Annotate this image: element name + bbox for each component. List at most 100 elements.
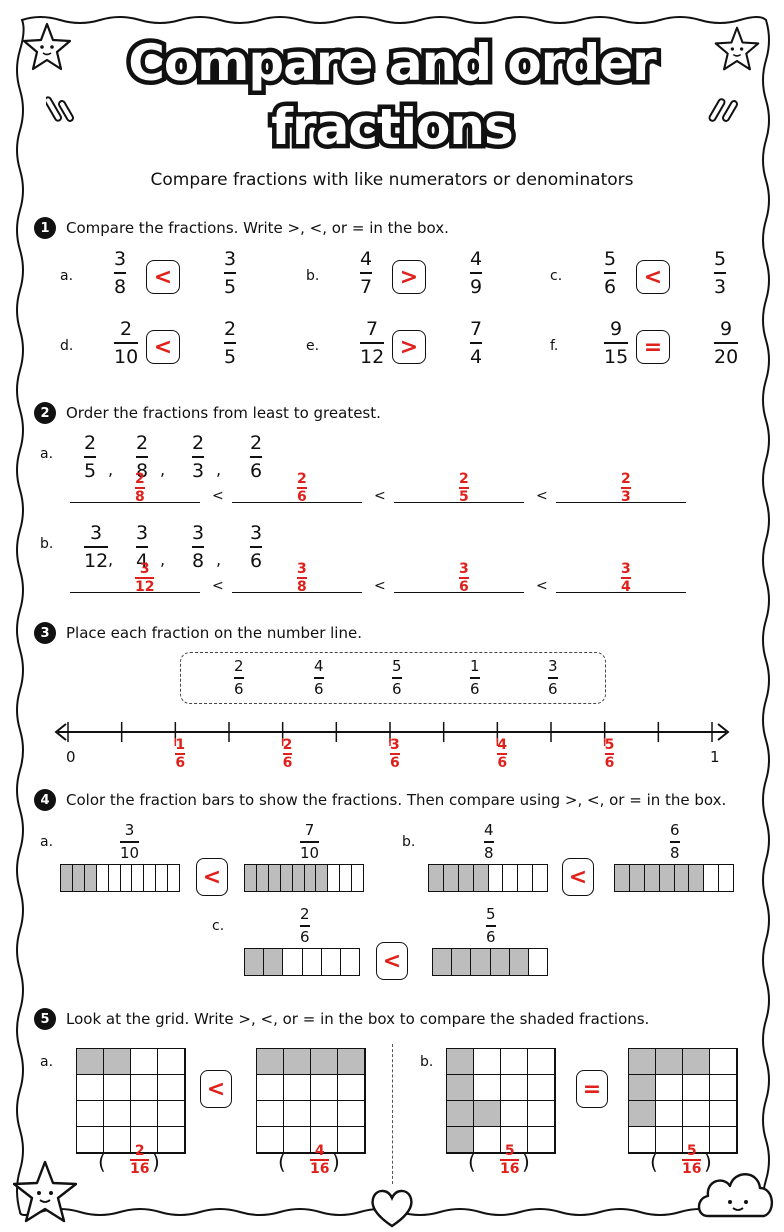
answer-blank[interactable]	[394, 592, 524, 594]
bar-segment[interactable]	[644, 865, 660, 891]
bar-segment[interactable]	[704, 865, 720, 891]
compare-answer-box[interactable]: <	[376, 942, 408, 980]
compare-answer-box[interactable]: =	[576, 1070, 608, 1108]
fraction-bar-strip[interactable]	[60, 864, 180, 892]
answer-blank[interactable]	[70, 592, 200, 594]
fraction-bar	[682, 1159, 702, 1161]
numerator: 4	[314, 657, 324, 675]
answer-blank[interactable]	[556, 502, 686, 504]
bar-segment[interactable]	[659, 865, 675, 891]
answer-blank[interactable]	[556, 592, 686, 594]
answer-blank[interactable]	[394, 502, 524, 504]
number-line-end: 1	[710, 748, 720, 766]
fraction-bar-strip[interactable]	[614, 864, 734, 892]
compare-answer-box[interactable]: <	[200, 1070, 232, 1108]
bar-segment[interactable]	[341, 949, 359, 975]
star-icon	[22, 22, 72, 71]
denominator: 6	[604, 275, 617, 298]
fraction-bar	[135, 577, 155, 579]
answer-blank[interactable]	[70, 502, 200, 504]
compare-answer-box[interactable]: =	[636, 330, 670, 364]
bar-segment[interactable]	[489, 865, 504, 891]
bar-segment[interactable]	[509, 949, 529, 975]
bar-segment[interactable]	[352, 865, 363, 891]
bar-segment[interactable]	[264, 949, 284, 975]
answer-blank[interactable]	[232, 502, 362, 504]
bar-segment[interactable]	[629, 865, 645, 891]
bar-segment[interactable]	[689, 865, 705, 891]
compare-answer-box[interactable]: <	[562, 858, 594, 896]
compare-answer-box[interactable]: <	[146, 260, 180, 294]
grid-cell	[629, 1049, 656, 1075]
bar-segment[interactable]	[429, 865, 444, 891]
bar-segment[interactable]	[132, 865, 145, 891]
bar-segment[interactable]	[280, 865, 293, 891]
bar-segment[interactable]	[144, 865, 157, 891]
bar-segment[interactable]	[533, 865, 547, 891]
bar-segment[interactable]	[283, 949, 303, 975]
compare-answer-box[interactable]: >	[392, 330, 426, 364]
bar-segment[interactable]	[109, 865, 121, 891]
fraction-bar	[360, 272, 373, 274]
bar-segment[interactable]	[316, 865, 329, 891]
grid-cell	[338, 1049, 365, 1075]
answer-blank[interactable]	[232, 592, 362, 594]
bar-segment[interactable]	[518, 865, 534, 891]
bar-segment[interactable]	[433, 949, 453, 975]
bar-segment[interactable]	[471, 949, 491, 975]
bar-segment[interactable]	[268, 865, 281, 891]
compare-answer-box[interactable]: <	[146, 330, 180, 364]
fraction-bar	[470, 342, 483, 344]
bar-segment[interactable]	[84, 865, 97, 891]
bar-segment[interactable]	[529, 949, 547, 975]
fraction-bar-strip[interactable]	[244, 948, 360, 976]
bar-segment[interactable]	[245, 949, 265, 975]
compare-answer-box[interactable]: <	[196, 858, 228, 896]
section-number-badge: 2	[34, 402, 56, 424]
grid-cell	[104, 1049, 131, 1075]
bar-segment[interactable]	[61, 865, 73, 891]
item-label: a.	[60, 268, 74, 284]
grid-cell	[77, 1127, 104, 1153]
bar-segment[interactable]	[340, 865, 353, 891]
bar-segment[interactable]	[674, 865, 690, 891]
fraction-bar-strip[interactable]	[432, 948, 548, 976]
bar-segment[interactable]	[245, 865, 257, 891]
bar-segment[interactable]	[443, 865, 459, 891]
bar-segment[interactable]	[503, 865, 519, 891]
section-4-header: 4 Color the fraction bars to show the fr…	[34, 789, 726, 811]
section-3-header: 3 Place each fraction on the number line…	[34, 622, 362, 644]
bar-segment[interactable]	[292, 865, 305, 891]
compare-answer-box[interactable]: >	[392, 260, 426, 294]
bar-segment[interactable]	[256, 865, 269, 891]
bar-segment[interactable]	[458, 865, 474, 891]
numerator: 3	[136, 522, 149, 544]
bar-segment[interactable]	[615, 865, 630, 891]
fraction-bar	[224, 342, 237, 344]
bar-segment[interactable]	[719, 865, 733, 891]
bar-segment[interactable]	[97, 865, 109, 891]
bar-segment[interactable]	[304, 865, 317, 891]
grid-cell	[158, 1101, 185, 1127]
fraction-bar-strip[interactable]	[428, 864, 548, 892]
separator-comma: ,	[108, 550, 114, 569]
bar-segment[interactable]	[490, 949, 510, 975]
denominator: 5	[459, 488, 469, 505]
bar-segment[interactable]	[303, 949, 322, 975]
fraction-bar-strip[interactable]	[244, 864, 364, 892]
bar-segment[interactable]	[473, 865, 489, 891]
bar-segment[interactable]	[452, 949, 472, 975]
bar-segment[interactable]	[156, 865, 169, 891]
denominator: 6	[497, 754, 508, 771]
bar-segment[interactable]	[328, 865, 341, 891]
grid-cell	[447, 1075, 474, 1101]
bar-segment[interactable]	[168, 865, 179, 891]
denominator: 3	[621, 488, 631, 505]
compare-answer-box[interactable]: <	[636, 260, 670, 294]
bar-segment[interactable]	[322, 949, 341, 975]
bar-segment[interactable]	[121, 865, 133, 891]
bar-segment[interactable]	[72, 865, 85, 891]
